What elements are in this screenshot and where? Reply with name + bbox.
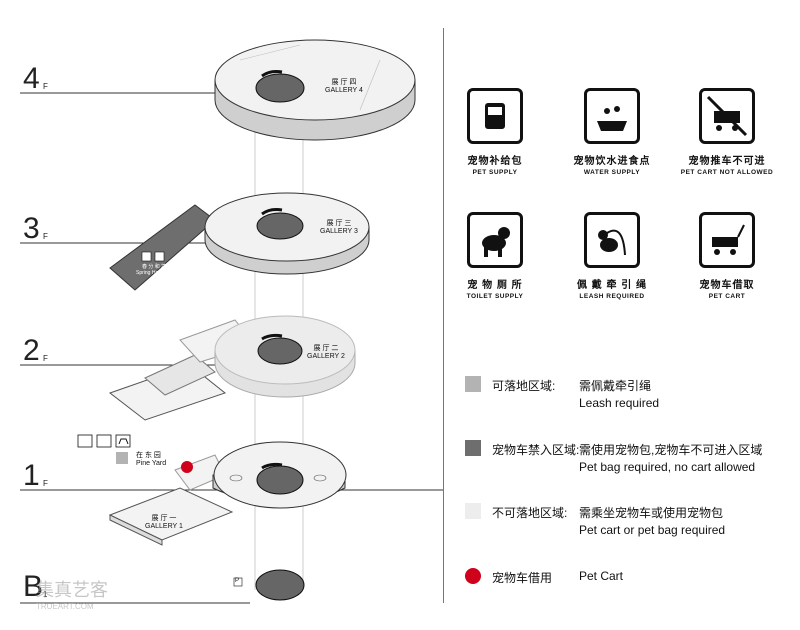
legend-pet-cart: 宠物车借用 Pet Cart	[465, 568, 785, 608]
toilet-marker-icon	[77, 434, 93, 448]
floor-num-2: 2	[23, 334, 40, 367]
legend-swatch	[465, 503, 481, 519]
floor-3f-disc	[204, 192, 370, 275]
floor-f-b: 1	[43, 590, 48, 599]
pet-cart-icon	[712, 224, 745, 255]
floor-num-b: B	[23, 570, 44, 603]
dog-toilet-icon	[482, 227, 510, 257]
floor-f-2: F	[43, 354, 48, 363]
icon-card-water-supply: 宠物饮水进食点 WATER SUPPLY	[552, 88, 672, 176]
floor-1f-gallery-slab	[108, 454, 234, 546]
floor-num-4: 4	[23, 62, 40, 95]
supply-marker-icon	[154, 251, 165, 262]
icon-card-leash: 佩 戴 牵 引 绳 LEASH REQUIRED	[552, 212, 672, 300]
legend-no-cart-area: 宠物车禁入区域: 需使用宠物包,宠物车不可进入区域 Pet bag requir…	[465, 440, 785, 480]
floor-f-3: F	[43, 232, 48, 241]
legend-swatch	[465, 440, 481, 456]
icon-card-pet-cart: 宠物车借取 PET CART	[667, 212, 787, 300]
floor-num-1: 1	[23, 459, 40, 492]
spring-harmony-area	[109, 204, 216, 291]
watermark: 集真艺客 TRUEART.COM	[36, 580, 108, 611]
water-bowl-icon	[597, 106, 627, 131]
legend-swatch	[465, 376, 481, 392]
icon-card-pet-supply: 宠物补给包 PET SUPPLY	[435, 88, 555, 176]
parking-icon	[233, 577, 243, 587]
pet-cart-marker	[181, 461, 193, 473]
pine-yard-swatch	[116, 452, 128, 464]
leash-icon	[598, 229, 626, 256]
floor-b1-disc	[233, 569, 305, 601]
floor-f-1: F	[43, 479, 48, 488]
supply-bag-icon	[485, 103, 505, 129]
parking-label: P	[235, 578, 240, 584]
legend-no-floor-area: 不可落地区域: 需乘坐宠物车或使用宠物包 Pet cart or pet bag…	[465, 503, 785, 543]
floor-2f-disc	[214, 315, 356, 398]
floor-4f-disc	[214, 39, 416, 141]
floor-f-4: F	[43, 82, 48, 91]
floor-diagram	[20, 39, 443, 604]
divider	[443, 28, 444, 603]
icon-card-no-cart: 宠物推车不可进 PET CART NOT ALLOWED	[667, 88, 787, 176]
no-cart-icon	[706, 95, 748, 137]
icon-card-toilet: 宠 物 厕 所 TOILET SUPPLY	[435, 212, 555, 300]
floor-num-3: 3	[23, 212, 40, 245]
legend-swatch	[465, 568, 481, 584]
toilet-marker-icon	[141, 251, 152, 262]
dog-marker-icon	[115, 434, 131, 448]
legend-leash-area: 可落地区域: 需佩戴牵引绳 Leash required	[465, 376, 785, 416]
floor-1f-disc	[212, 441, 347, 509]
water-marker-icon	[96, 434, 112, 448]
pine-yard-markers	[77, 434, 193, 473]
